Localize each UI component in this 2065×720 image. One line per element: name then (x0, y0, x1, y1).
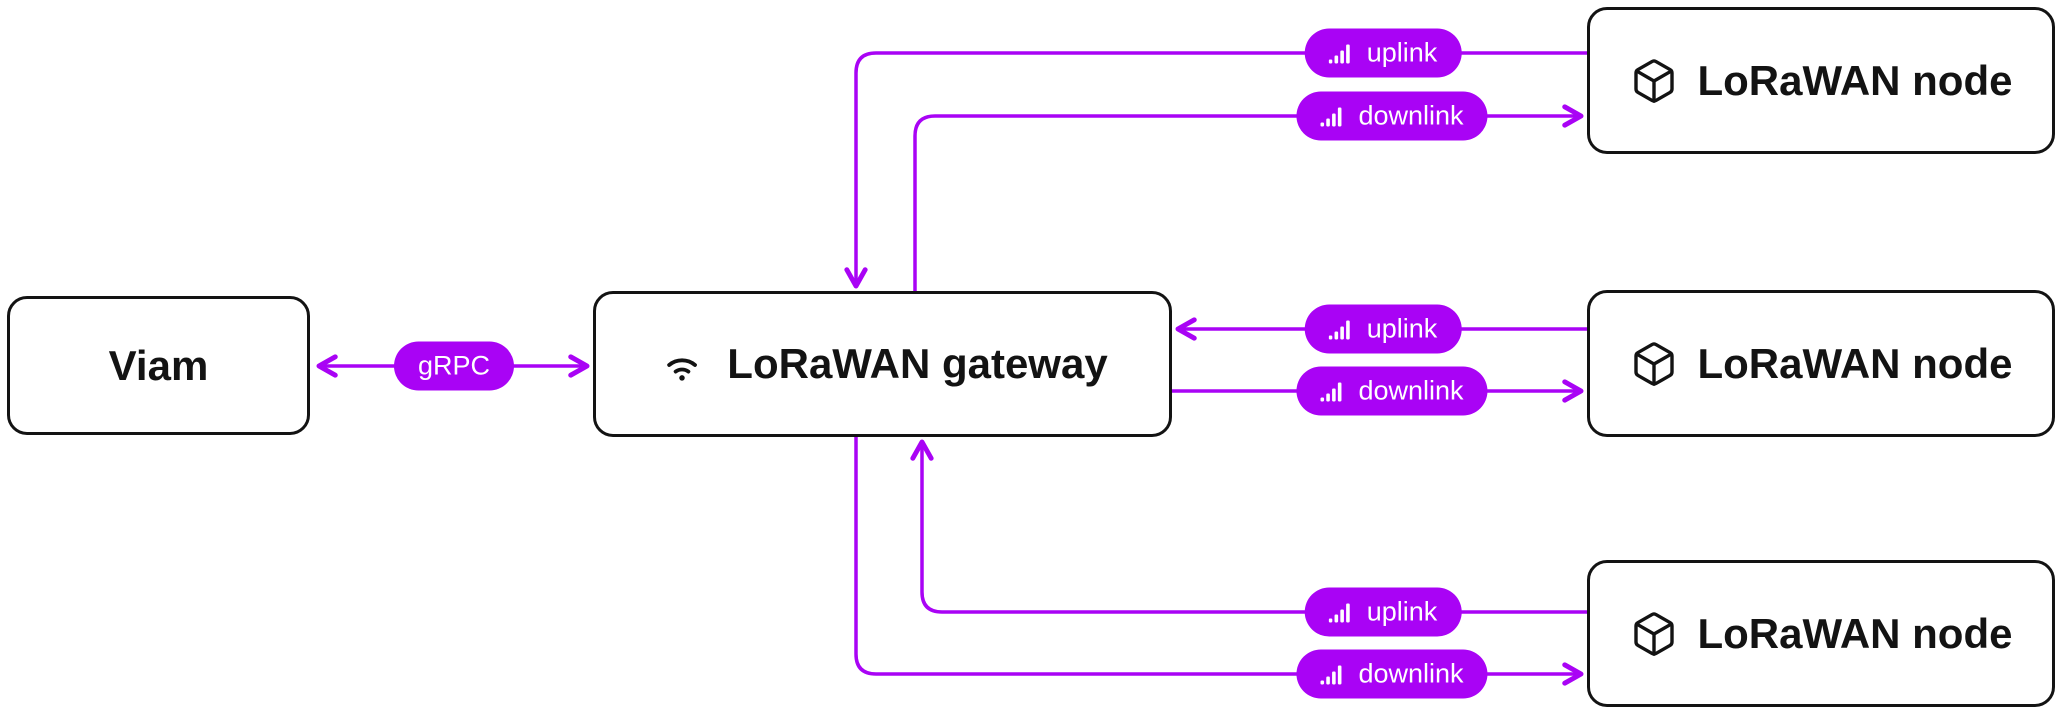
box-icon (1630, 340, 1678, 388)
viam-label: Viam (108, 341, 209, 389)
box-icon (1630, 57, 1678, 105)
uplink-label: uplink (1366, 313, 1438, 344)
uplink-label: uplink (1366, 596, 1438, 627)
downlink-label: downlink (1358, 375, 1464, 406)
uplink-pill-middle: uplink (1304, 304, 1462, 354)
gateway-label: LoRaWAN gateway (727, 340, 1108, 387)
downlink-pill-top: downlink (1296, 91, 1488, 141)
lorawan-node-box-3: LoRaWAN node (1587, 560, 2055, 707)
lorawan-gateway-box: LoRaWAN gateway (593, 291, 1172, 437)
signal-bars-icon (1320, 663, 1346, 685)
uplink-pill-bottom: uplink (1304, 587, 1462, 637)
lorawan-node-box-1: LoRaWAN node (1587, 7, 2055, 154)
signal-bars-icon (1328, 318, 1355, 340)
signal-bars-icon (1328, 601, 1355, 623)
box-icon (1630, 610, 1678, 658)
downlink-pill-bottom: downlink (1296, 649, 1488, 699)
grpc-label: gRPC (417, 350, 491, 381)
signal-bars-icon (1328, 42, 1355, 64)
downlink-label: downlink (1358, 658, 1464, 689)
node-label: LoRaWAN node (1697, 56, 2013, 104)
downlink-line-bottom (854, 434, 1584, 686)
downlink-line-top (913, 104, 1584, 294)
wifi-icon (657, 342, 707, 386)
signal-bars-icon (1320, 380, 1346, 402)
uplink-line-top (844, 51, 1589, 289)
signal-bars-icon (1320, 105, 1346, 127)
downlink-label: downlink (1358, 100, 1464, 131)
uplink-pill-top: uplink (1304, 28, 1462, 78)
lorawan-node-box-2: LoRaWAN node (1587, 290, 2055, 437)
node-label: LoRaWAN node (1697, 609, 2013, 657)
grpc-pill: gRPC (393, 341, 515, 391)
viam-box: Viam (7, 296, 310, 435)
downlink-pill-middle: downlink (1296, 366, 1488, 416)
node-label: LoRaWAN node (1697, 339, 2013, 387)
uplink-label: uplink (1366, 37, 1438, 68)
uplink-line-bottom (910, 439, 1589, 614)
